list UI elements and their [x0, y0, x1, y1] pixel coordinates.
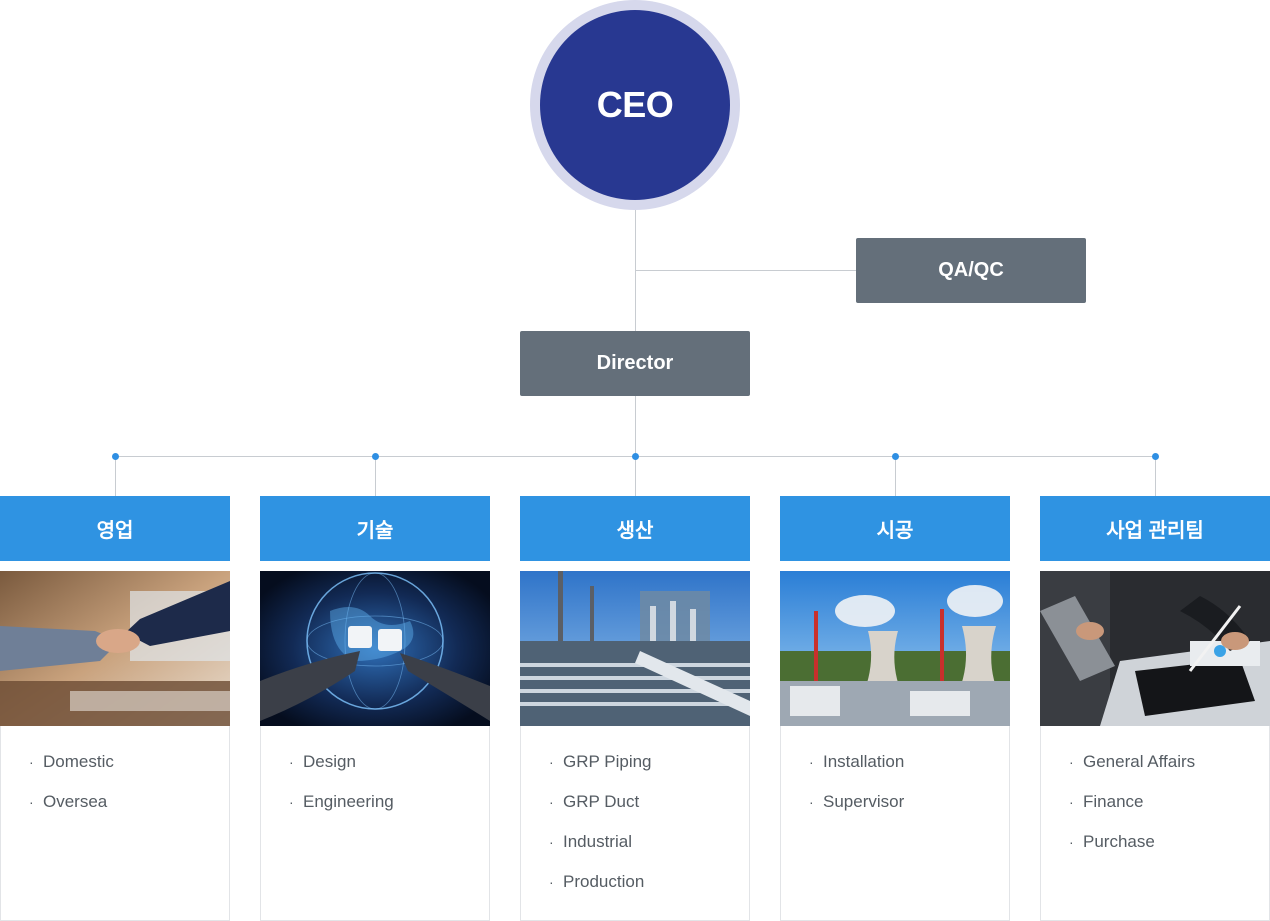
dept-connector-4 — [895, 456, 896, 496]
industrial-plant-photo — [520, 571, 750, 726]
dept-connector-1 — [115, 456, 116, 496]
list-item: ·GRP Duct — [549, 792, 640, 811]
bus-dot-5 — [1152, 453, 1159, 460]
department-items: ·General Affairs ·Finance ·Purchase — [1040, 726, 1270, 921]
list-item: ·Production — [549, 872, 645, 891]
list-item: ·Oversea — [29, 792, 108, 811]
list-item: ·Industrial — [549, 832, 632, 851]
department-title: 생산 — [520, 496, 750, 561]
department-items: ·Design ·Engineering — [260, 726, 490, 921]
list-item: ·General Affairs — [1069, 752, 1196, 771]
department-items: ·Installation ·Supervisor — [780, 726, 1010, 921]
list-item: ·Finance — [1069, 792, 1144, 811]
dept-connector-5 — [1155, 456, 1156, 496]
qa-connector — [635, 270, 856, 271]
department-title: 시공 — [780, 496, 1010, 561]
department-production: 생산 ·GRP Piping ·GRP Duct ·Industria — [520, 496, 750, 921]
department-technology: 기술 ·Design ·Engineering — [260, 496, 490, 921]
director-node: Director — [520, 331, 750, 396]
department-title: 기술 — [260, 496, 490, 561]
list-item: ·Engineering — [289, 792, 394, 811]
cooling-towers-photo — [780, 571, 1010, 726]
ceo-director-connector — [635, 200, 636, 331]
globe-puzzle-photo — [260, 571, 490, 726]
tablet-analysis-photo — [1040, 571, 1270, 726]
department-items: ·Domestic ·Oversea — [0, 726, 230, 921]
handshake-photo — [0, 571, 230, 726]
dept-connector-2 — [375, 456, 376, 496]
bus-dot-1 — [112, 453, 119, 460]
department-sales: 영업 ·Domestic ·Oversea — [0, 496, 230, 921]
list-item: ·Installation — [809, 752, 905, 771]
director-bus-connector — [635, 396, 636, 496]
list-item: ·GRP Piping — [549, 752, 652, 771]
bus-dot-3 — [632, 453, 639, 460]
department-items: ·GRP Piping ·GRP Duct ·Industrial ·Produ… — [520, 726, 750, 921]
ceo-node: CEO — [540, 10, 730, 200]
bus-dot-4 — [892, 453, 899, 460]
list-item: ·Design — [289, 752, 356, 771]
department-business-management: 사업 관리팀 ·General Affairs ·Finance ·Purcha… — [1040, 496, 1270, 921]
list-item: ·Supervisor — [809, 792, 905, 811]
department-title: 사업 관리팀 — [1040, 496, 1270, 561]
bus-dot-2 — [372, 453, 379, 460]
qa-qc-node: QA/QC — [856, 238, 1086, 303]
list-item: ·Purchase — [1069, 832, 1155, 851]
department-construction: 시공 ·Installation ·Supervisor — [780, 496, 1010, 921]
department-title: 영업 — [0, 496, 230, 561]
list-item: ·Domestic — [29, 752, 114, 771]
